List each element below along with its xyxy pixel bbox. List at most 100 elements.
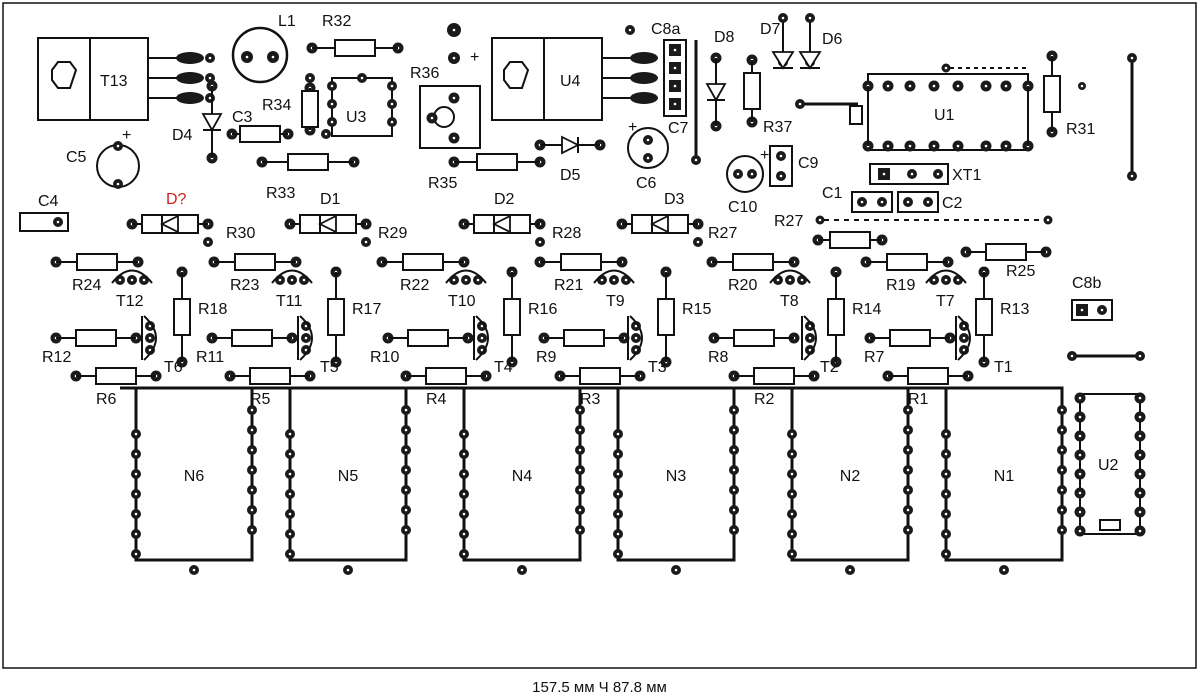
r-vertical-r14 [827, 298, 845, 336]
u1-notch [849, 105, 863, 125]
t13-pin [176, 52, 204, 64]
pad-hole [944, 472, 948, 476]
label-r12: R12 [42, 349, 71, 366]
pad-hole [616, 432, 620, 436]
pad-hole [480, 324, 484, 328]
pad-hole [1130, 174, 1134, 178]
pad-hole [962, 348, 966, 352]
pad-hole [134, 512, 138, 516]
resistor-row3-3 [407, 329, 449, 347]
pad-hole [116, 144, 120, 148]
label-r28: R28 [552, 225, 581, 242]
pad-hole [790, 472, 794, 476]
label-r27a: R27 [708, 225, 737, 242]
label-r1: R1 [908, 391, 929, 408]
pad-hole [245, 55, 249, 59]
label-c8b: C8b [1072, 275, 1101, 292]
pad-hole [1078, 453, 1082, 457]
pad-hole [616, 492, 620, 496]
pad-hole [906, 488, 910, 492]
pad-hole [906, 508, 910, 512]
label-n3: N3 [666, 468, 687, 485]
pad-hole [148, 324, 152, 328]
pad-hole [452, 278, 456, 282]
label-t1: T1 [994, 359, 1013, 376]
pad-hole [390, 120, 394, 124]
resistor-row2-4 [560, 253, 602, 271]
diode-triangle [159, 214, 179, 234]
pad-hole [134, 492, 138, 496]
pad-hole [250, 428, 254, 432]
diode-triangle [317, 214, 337, 234]
r36-trimmer [419, 85, 481, 149]
resistor-row2-6 [886, 253, 928, 271]
label-n6: N6 [184, 468, 205, 485]
transistor-t4 [475, 315, 489, 361]
pad-hole [860, 200, 864, 204]
r27b [829, 231, 871, 249]
label-d8: D8 [714, 29, 735, 46]
pad-hole [944, 552, 948, 556]
label-r29: R29 [378, 225, 407, 242]
pad-hole [673, 84, 677, 88]
label-r25: R25 [1006, 263, 1035, 280]
pad-hole [404, 508, 408, 512]
label-d4: D4 [172, 127, 193, 144]
pad-hole [616, 512, 620, 516]
label-c6: C6 [636, 175, 657, 192]
diode-triangle [649, 214, 669, 234]
transistor-t9 [593, 269, 635, 284]
label-r9: R9 [536, 349, 557, 366]
label-r19: R19 [886, 277, 915, 294]
pad-hole [271, 55, 275, 59]
pad-hole [634, 336, 638, 340]
pad-hole [956, 84, 960, 88]
r-vertical-r17 [327, 298, 345, 336]
label-r33: R33 [266, 185, 295, 202]
pad-hole [732, 428, 736, 432]
pad-hole [616, 472, 620, 476]
pad-hole [250, 448, 254, 452]
pad-hole [908, 144, 912, 148]
label-t8: T8 [780, 293, 799, 310]
label-t12: T12 [116, 293, 144, 310]
pad-hole [288, 552, 292, 556]
d4-diode [201, 113, 223, 132]
label-n5: N5 [338, 468, 359, 485]
pad-hole [944, 278, 948, 282]
pad-hole [208, 76, 212, 80]
pad-hole [452, 56, 456, 60]
label-r7: R7 [864, 349, 885, 366]
pad-hole [779, 154, 783, 158]
r-series-r3 [579, 367, 621, 385]
pad-hole [1060, 528, 1064, 532]
label-r34: R34 [262, 97, 291, 114]
pad-hole [578, 488, 582, 492]
pad-hole [390, 102, 394, 106]
pad-hole [790, 512, 794, 516]
pad-hole [390, 84, 394, 88]
pad-hole [906, 428, 910, 432]
pad-hole [673, 66, 677, 70]
u4-pin [630, 72, 658, 84]
r-vertical-r13 [975, 298, 993, 336]
label-c9: C9 [798, 155, 819, 172]
pad-hole [732, 468, 736, 472]
pad-hole [634, 324, 638, 328]
label-r31: R31 [1066, 121, 1095, 138]
pad-hole [462, 512, 466, 516]
resistor-row3-5 [733, 329, 775, 347]
pad-hole [134, 432, 138, 436]
pad-hole [732, 488, 736, 492]
pad-hole [430, 116, 434, 120]
pad-hole [520, 568, 524, 572]
pad-hole [732, 508, 736, 512]
d8-diode [705, 83, 727, 102]
label-c5: C5 [66, 149, 87, 166]
pad-hole [696, 240, 700, 244]
label-c10plus: + [760, 147, 769, 164]
pad-hole [956, 144, 960, 148]
label-r8: R8 [708, 349, 729, 366]
pad-hole [134, 532, 138, 536]
c9-cap [769, 145, 793, 187]
